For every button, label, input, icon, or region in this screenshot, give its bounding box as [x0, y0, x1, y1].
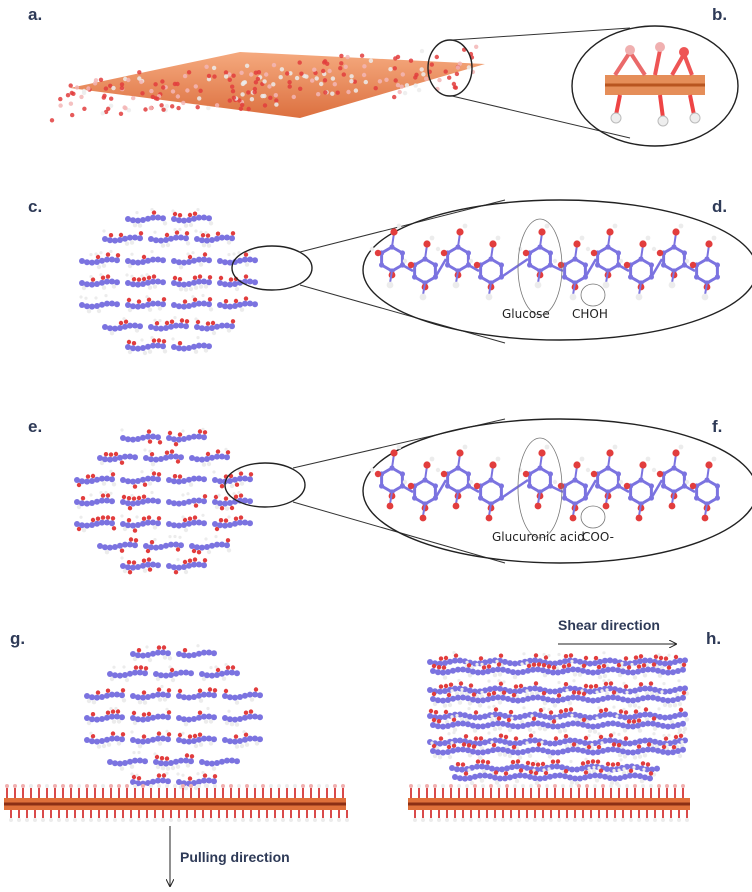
- zoom-line-bottom-a: [451, 95, 631, 139]
- zoom-line-top-c: [299, 199, 506, 253]
- graphene-oxide-sheet: [49, 44, 485, 123]
- zoom-panel-d: [362, 199, 752, 341]
- zoom-region-e: [224, 462, 306, 508]
- choh-label: CHOH: [572, 307, 608, 321]
- choh-highlight: [580, 283, 606, 307]
- glucuronic-acid-highlight: [517, 437, 563, 539]
- zoom-region-c: [231, 245, 313, 291]
- panel-label-d: d.: [712, 197, 727, 216]
- oxidized-cellulose-bundle: [74, 427, 254, 575]
- oxidized-cellulose-chain: [369, 444, 721, 522]
- panel-label-a: a.: [28, 5, 42, 24]
- zoom-line-top-a: [451, 27, 631, 41]
- zoom-region-a: [427, 39, 473, 97]
- glucose-highlight: [517, 218, 563, 316]
- glucuronic-acid-label: Glucuronic acid: [492, 530, 585, 544]
- panel-label-b: b.: [712, 5, 727, 24]
- zoom-line-bottom-c: [299, 284, 506, 344]
- cellulose-bundle: [79, 208, 258, 356]
- panel-label-c: c.: [28, 197, 42, 216]
- graphene-substrate-g: [4, 784, 349, 822]
- pulling-bundle: [84, 644, 263, 791]
- shear-layers: [427, 651, 690, 786]
- pulling-direction-label: Pulling direction: [180, 849, 290, 865]
- panel-label-h: h.: [706, 629, 721, 648]
- coo-label: COO-: [582, 530, 614, 544]
- panel-label-g: g.: [10, 629, 25, 648]
- zoom-panel-f: [362, 418, 752, 564]
- zoom-panel-b: [571, 25, 739, 147]
- cellulose-chain: [369, 223, 721, 301]
- shear-direction-label: Shear direction: [558, 617, 660, 633]
- panel-label-e: e.: [28, 417, 42, 436]
- panel-label-f: f.: [712, 417, 722, 436]
- graphene-substrate-h: [408, 784, 690, 822]
- glucose-label: Glucose: [502, 307, 550, 321]
- coo-highlight: [580, 505, 606, 529]
